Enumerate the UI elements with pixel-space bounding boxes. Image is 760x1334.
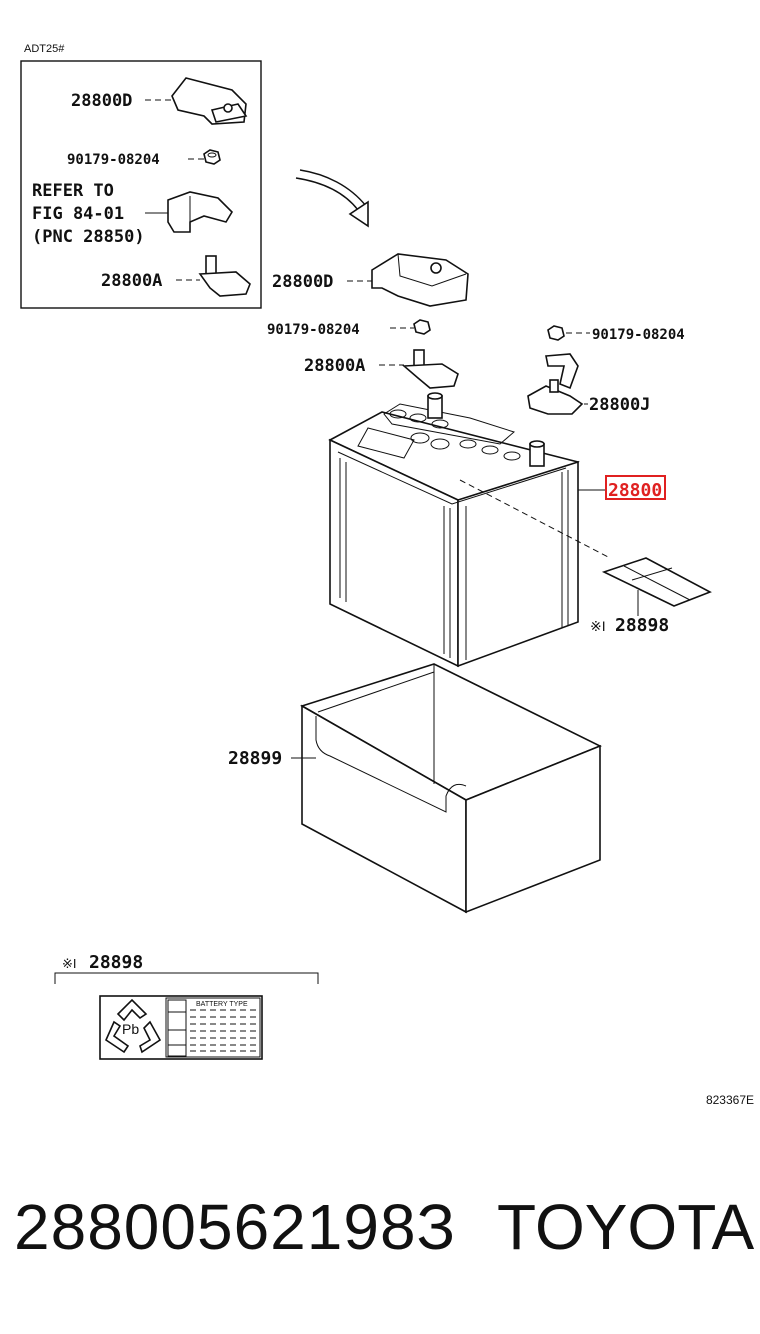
nut-right-icon [547, 325, 565, 341]
terminal-neg-icon [527, 353, 584, 415]
detail-note-mark: ※I [62, 956, 77, 971]
part-number: 28800562198З [14, 1191, 457, 1263]
inset-refer-line3: (PNC 28850) [32, 227, 145, 247]
inset-label-cover: 28800D [71, 91, 132, 111]
detail-ref-label: 28898 [89, 952, 143, 973]
battery-icon [328, 392, 580, 668]
terminal-cover-icon [371, 253, 469, 307]
label-sticker-icon [601, 557, 712, 607]
inset-fuse-block-icon [167, 191, 234, 233]
terminal-pos-icon [401, 349, 459, 389]
inset-terminal-cover-icon [171, 77, 248, 125]
battery-highlight-box [605, 475, 666, 500]
leader-line [459, 479, 611, 559]
label-nut-left: 90179-08204 [267, 322, 360, 338]
direction-arrow-icon [295, 169, 369, 228]
illustration-id: 823367E [706, 1093, 754, 1107]
inset-nut-icon [203, 149, 221, 165]
label-terminal-neg: 28800J [589, 395, 650, 415]
battery-tray-icon [300, 663, 602, 914]
label-battery[interactable]: 28800 [608, 480, 662, 501]
label-cover: 28800D [272, 272, 333, 292]
diagram-code: ADT25# [24, 43, 65, 55]
recycle-symbol: Pb [122, 1021, 139, 1037]
label-tray: 28899 [228, 748, 282, 769]
detail-bracket [54, 972, 319, 984]
nut-left-icon [413, 319, 431, 335]
note-mark: ※I [590, 618, 606, 634]
label-sticker: 28898 [615, 615, 669, 636]
brand-name: TOYOTA [497, 1191, 755, 1263]
inset-terminal-icon [198, 255, 251, 297]
inset-label-terminal: 28800A [101, 271, 162, 291]
sticker-header: BATTERY TYPE [196, 1001, 248, 1008]
inset-label-nut: 90179-08204 [67, 152, 160, 168]
inset-box [20, 60, 262, 309]
label-terminal-pos: 28800A [304, 356, 365, 376]
recycle-icon [104, 998, 162, 1054]
inset-refer-line2: FIG 84-01 [32, 204, 124, 224]
inset-refer-line1: REFER TO [32, 181, 114, 201]
label-nut-right: 90179-08204 [592, 327, 685, 343]
